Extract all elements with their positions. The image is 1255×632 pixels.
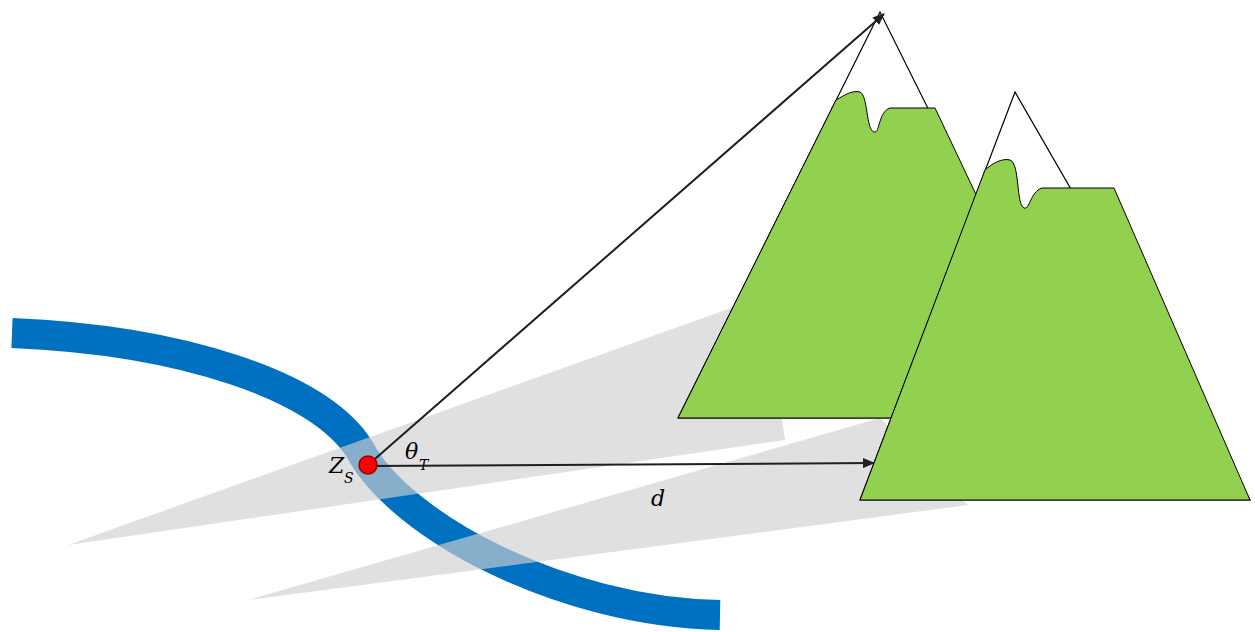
point-symbol: Z [329,455,344,477]
source-point [359,456,377,474]
point-subscript: S [344,471,354,485]
distance-arrow [368,463,874,466]
view-wedge [248,418,968,600]
angle-symbol: θ [405,441,418,463]
distance-symbol: d [651,488,665,510]
elevation-arrow [368,14,884,465]
mountain [860,92,1250,500]
angle-subscript: T [419,458,428,472]
